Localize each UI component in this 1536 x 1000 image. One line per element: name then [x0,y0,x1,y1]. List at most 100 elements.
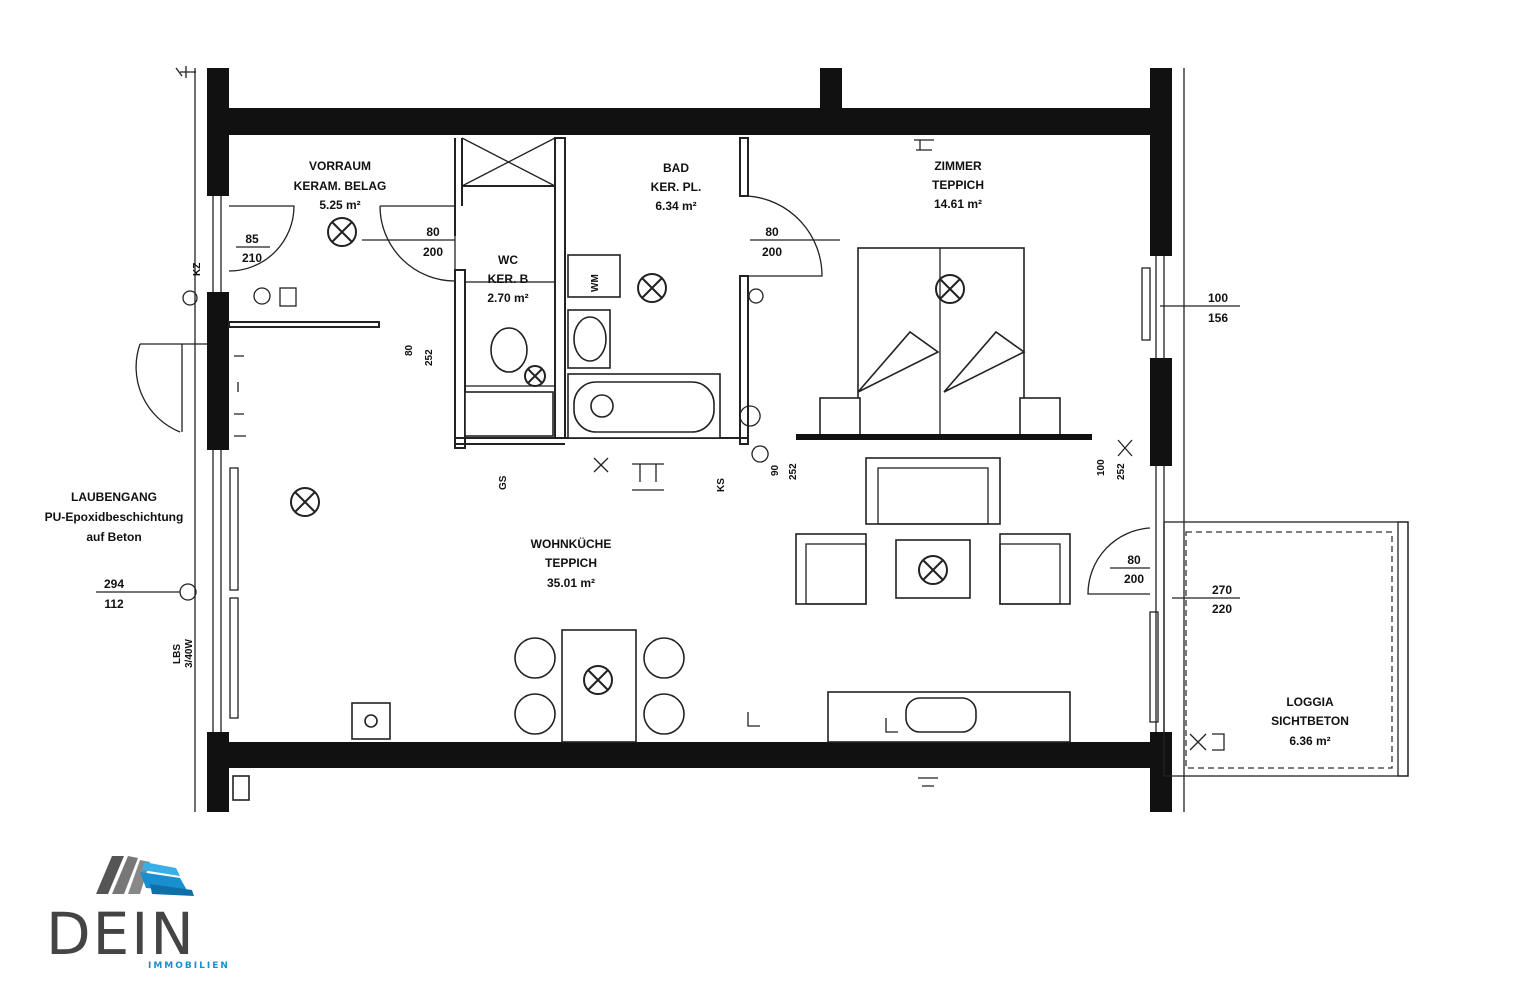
tv-sideboard [865,457,1001,525]
room-vorraum: VORRAUM KERAM. BELAG 5.25 m² [294,159,387,212]
wall-top-stub-left [207,68,229,112]
light-coffee [918,555,948,585]
room-area: 14.61 m² [934,197,982,211]
chair [643,637,685,679]
zimmer-dim-b: 252 [1116,463,1127,480]
bad-dim-b: 252 [788,463,799,480]
dim-height: 220 [1212,602,1232,616]
bedroom-furniture [796,247,1092,525]
stove [905,697,977,733]
dim-width: 85 [245,232,259,246]
gs-label: GS [498,475,509,490]
wc-cistern [464,391,554,437]
room-floor: SICHTBETON [1271,714,1349,728]
wc-dim-a: 80 [404,344,415,356]
wm-label: WM [590,274,601,292]
room-floor: TEPPICH [545,556,597,570]
symbol-labels: WM GS KS LBS 3/40W KZ 80 252 90 252 100 … [172,263,1127,668]
room-floor: KER. PL. [651,180,702,194]
light-zimmer [935,274,965,304]
wall-left-low [207,732,229,812]
dim-loggia-window: 270 220 [1172,583,1240,616]
room-note: auf Beton [86,530,141,544]
room-floor: KER. B [488,272,529,286]
wall-bottom [207,742,1172,768]
room-area: 6.36 m² [1289,734,1330,748]
dim-entry-door: 85 210 [236,232,270,265]
light-wc [524,365,546,387]
room-floor: TEPPICH [932,178,984,192]
dim-width: 100 [1208,291,1228,305]
room-area: 5.25 m² [319,198,360,212]
dining-table [561,629,637,743]
room-name: LAUBENGANG [71,490,157,504]
room-name: WOHNKÜCHE [531,536,612,551]
wardrobe-rail [796,434,1092,440]
wall-right-low [1150,732,1172,812]
zimmer-dim-a: 100 [1096,459,1107,476]
ks-label: KS [716,478,727,492]
walls [207,68,1172,812]
room-area: 6.34 m² [655,199,696,213]
logo-building-icon [96,856,194,896]
logo-wordmark: DEIN [46,900,196,968]
chair [643,693,685,735]
room-zimmer: ZIMMER TEPPICH 14.61 m² [932,159,984,211]
dim-width: 80 [765,225,779,239]
dim-width: 270 [1212,583,1232,597]
bath-fixtures [464,254,721,439]
room-name: BAD [663,161,689,175]
room-floor: KERAM. BELAG [294,179,387,193]
toilet [490,327,528,373]
room-bad: BAD KER. PL. 6.34 m² [651,161,702,213]
dein-logo: DEIN IMMOBILIEN [46,856,228,971]
doors [135,195,1151,595]
chair [514,693,556,735]
dim-width: 294 [104,577,124,591]
dim-zimmer-window: 100 156 [1160,291,1240,325]
lbs-label: LBS [172,644,183,664]
room-name: WC [498,253,518,267]
wall-right-mid [1150,358,1172,466]
dim-height: 200 [762,245,782,259]
room-wc: WC KER. B 2.70 m² [487,253,528,305]
dim-width: 80 [1127,553,1141,567]
room-area: 2.70 m² [487,291,528,305]
dim-height: 200 [423,245,443,259]
light-dining [583,665,613,695]
dim-height: 200 [1124,572,1144,586]
room-name: VORRAUM [309,159,371,173]
kz-label: KZ [192,263,203,276]
light-wohn [290,487,320,517]
wall-left-upper [207,108,229,196]
lbs-power-label: 3/40W [184,639,195,668]
loggia [1163,521,1409,777]
room-area: 35.01 m² [547,576,595,590]
bad-dim-a: 90 [770,464,781,476]
dim-bad-door: 80 200 [750,225,840,259]
dim-height: 210 [242,251,262,265]
chair [514,637,556,679]
light-bad [637,273,667,303]
dim-height: 156 [1208,311,1228,325]
room-wohnkueche: WOHNKÜCHE TEPPICH 35.01 m² [531,536,612,590]
dim-loggia-door: 80 200 [1110,553,1150,586]
room-name: LOGGIA [1286,695,1334,709]
dim-height: 112 [104,597,124,611]
dim-width: 80 [426,225,440,239]
wall-left-mid [207,292,229,450]
room-laubengang: LAUBENGANG PU-Epoxidbeschichtung auf Bet… [45,490,184,544]
wall-top-stub-mid [820,68,842,112]
wall-top [207,108,1172,135]
living-furniture [232,533,1071,801]
room-name: ZIMMER [934,159,982,173]
electrical-symbols [150,66,1225,787]
room-floor: PU-Epoxidbeschichtung [45,510,184,524]
wall-top-stub-right [1150,68,1172,112]
facade-lines [194,68,1185,812]
dim-laubengang-window: 294 112 [96,577,150,611]
washing-machine [567,254,621,298]
wall-right-upper [1150,108,1172,256]
dim-vorraum-door: 80 200 [362,225,455,259]
ceiling-lights [290,217,965,695]
